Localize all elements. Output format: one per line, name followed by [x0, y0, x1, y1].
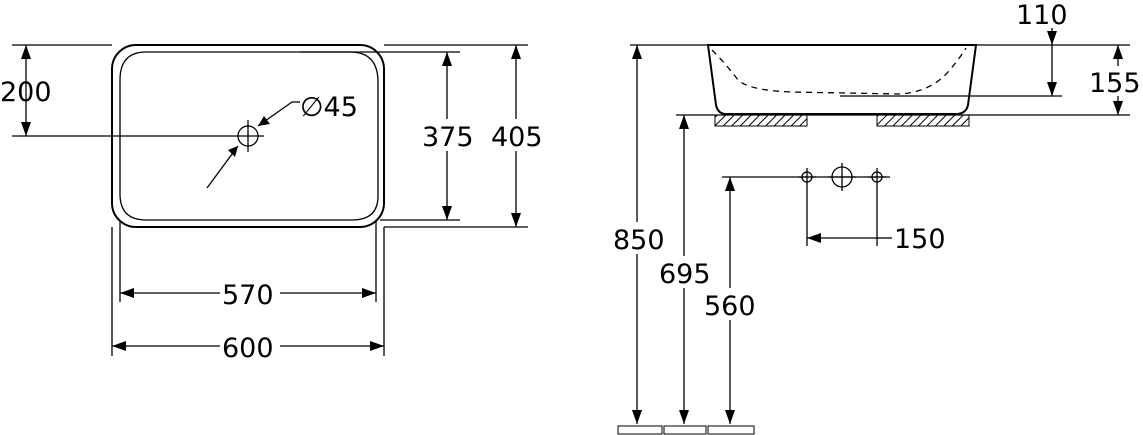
tap-hole-right [868, 168, 886, 186]
dimension-600-label: 600 [222, 333, 274, 364]
dimension-150 [806, 186, 892, 246]
dimension-570 [119, 220, 377, 302]
dimension-695-label: 695 [659, 259, 711, 290]
dimension-110-label: 110 [1016, 0, 1068, 31]
tap-hole-center [828, 163, 856, 191]
dimension-200 [12, 44, 232, 137]
basin-inner-profile [711, 47, 967, 95]
side-view: 110 155 [612, 0, 1143, 435]
dimension-375-label: 375 [422, 122, 474, 153]
tap-hole-left [798, 168, 816, 186]
drain-leader [206, 101, 300, 189]
floor-blocks [617, 425, 755, 435]
drain-symbol [232, 120, 264, 152]
top-view: ∅45 200 375 405 [0, 44, 544, 364]
countertop-support-left [714, 114, 808, 127]
dimension-200-label: 200 [0, 77, 52, 108]
dimension-110 [1047, 28, 1057, 96]
drain-diameter-label: ∅45 [300, 92, 358, 123]
dimension-155-label: 155 [1089, 68, 1141, 99]
dimension-570-label: 570 [222, 280, 274, 311]
dimension-850-label: 850 [613, 225, 665, 256]
dimension-405-label: 405 [491, 122, 543, 153]
basin-inner-outline [119, 51, 379, 221]
countertop-support-right [876, 114, 970, 127]
basin-side-profile [706, 44, 978, 115]
dimension-560-label: 560 [704, 291, 756, 322]
dimension-150-label: 150 [894, 224, 946, 255]
